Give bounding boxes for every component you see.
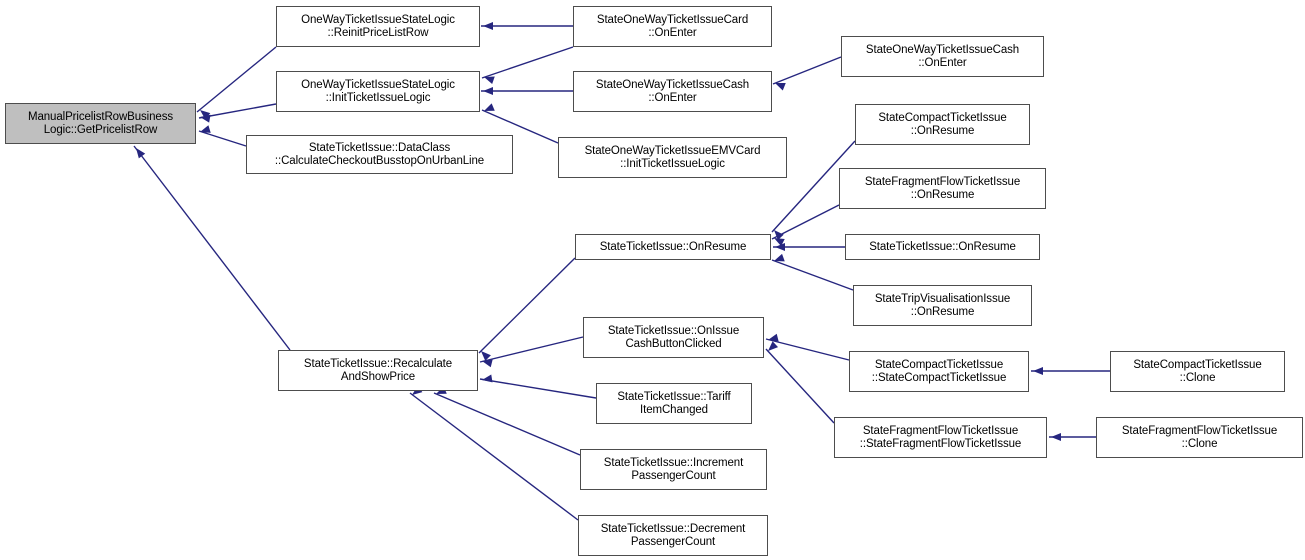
graph-node-label: StateOneWayTicketIssueCard ::OnEnter: [596, 13, 749, 39]
graph-node[interactable]: StateTicketIssue::Decrement PassengerCou…: [578, 515, 768, 556]
graph-node-label: StateCompactTicketIssue ::Clone: [1133, 358, 1262, 384]
graph-node-label: StateTripVisualisationIssue ::OnResume: [874, 292, 1011, 318]
graph-node[interactable]: StateFragmentFlowTicketIssue ::StateFrag…: [834, 417, 1047, 458]
graph-node-label: StateFragmentFlowTicketIssue ::OnResume: [864, 175, 1021, 201]
graph-node-label: StateCompactTicketIssue ::StateCompactTi…: [871, 358, 1007, 384]
graph-node-label: StateTicketIssue::Increment PassengerCou…: [603, 456, 744, 482]
graph-node[interactable]: StateFragmentFlowTicketIssue ::OnResume: [839, 168, 1046, 209]
graph-node-label: StateTicketIssue::DataClass ::CalculateC…: [274, 141, 485, 167]
graph-node[interactable]: OneWayTicketIssueStateLogic ::InitTicket…: [276, 71, 480, 112]
graph-node[interactable]: StateCompactTicketIssue ::StateCompactTi…: [849, 351, 1029, 392]
graph-node-label: StateOneWayTicketIssueCash ::OnEnter: [865, 43, 1020, 69]
graph-node-label: StateOneWayTicketIssueEMVCard ::InitTick…: [584, 144, 761, 170]
graph-node-label: StateTicketIssue::OnResume: [869, 240, 1016, 253]
graph-node[interactable]: StateCompactTicketIssue ::OnResume: [855, 104, 1030, 145]
graph-node[interactable]: StateCompactTicketIssue ::Clone: [1110, 351, 1285, 392]
graph-node[interactable]: StateTicketIssue::Increment PassengerCou…: [580, 449, 767, 490]
graph-node[interactable]: StateFragmentFlowTicketIssue ::Clone: [1096, 417, 1303, 458]
graph-node[interactable]: StateTicketIssue::Recalculate AndShowPri…: [278, 350, 478, 391]
graph-node-label: StateTicketIssue::Recalculate AndShowPri…: [303, 357, 453, 383]
graph-node[interactable]: StateOneWayTicketIssueEMVCard ::InitTick…: [558, 137, 787, 178]
graph-node-label: StateTicketIssue::Decrement PassengerCou…: [600, 522, 746, 548]
graph-node-label: StateTicketIssue::Tariff ItemChanged: [617, 390, 731, 416]
graph-node[interactable]: StateOneWayTicketIssueCard ::OnEnter: [573, 6, 772, 47]
graph-node[interactable]: StateOneWayTicketIssueCash ::OnEnter: [841, 36, 1044, 77]
graph-node[interactable]: OneWayTicketIssueStateLogic ::ReinitPric…: [276, 6, 480, 47]
graph-node-label: StateFragmentFlowTicketIssue ::StateFrag…: [859, 424, 1022, 450]
graph-node[interactable]: StateTripVisualisationIssue ::OnResume: [853, 285, 1032, 326]
graph-node[interactable]: StateTicketIssue::OnResume: [575, 234, 771, 260]
graph-node-label: StateCompactTicketIssue ::OnResume: [878, 111, 1007, 137]
graph-node-label: StateFragmentFlowTicketIssue ::Clone: [1121, 424, 1278, 450]
graph-node[interactable]: StateTicketIssue::OnResume: [845, 234, 1040, 260]
graph-node-label: StateTicketIssue::OnIssue CashButtonClic…: [607, 324, 740, 350]
graph-node[interactable]: StateTicketIssue::Tariff ItemChanged: [596, 383, 752, 424]
graph-node-label: OneWayTicketIssueStateLogic ::InitTicket…: [301, 78, 455, 104]
graph-node[interactable]: ManualPricelistRowBusiness Logic::GetPri…: [5, 103, 196, 144]
graph-node-label: OneWayTicketIssueStateLogic ::ReinitPric…: [301, 13, 455, 39]
graph-node-label: StateTicketIssue::OnResume: [599, 240, 747, 253]
graph-node-label: ManualPricelistRowBusiness Logic::GetPri…: [27, 110, 174, 136]
graph-node[interactable]: StateTicketIssue::DataClass ::CalculateC…: [246, 135, 513, 174]
graph-node[interactable]: StateTicketIssue::OnIssue CashButtonClic…: [583, 317, 764, 358]
graph-node[interactable]: StateOneWayTicketIssueCash ::OnEnter: [573, 71, 772, 112]
graph-node-label: StateOneWayTicketIssueCash ::OnEnter: [595, 78, 750, 104]
